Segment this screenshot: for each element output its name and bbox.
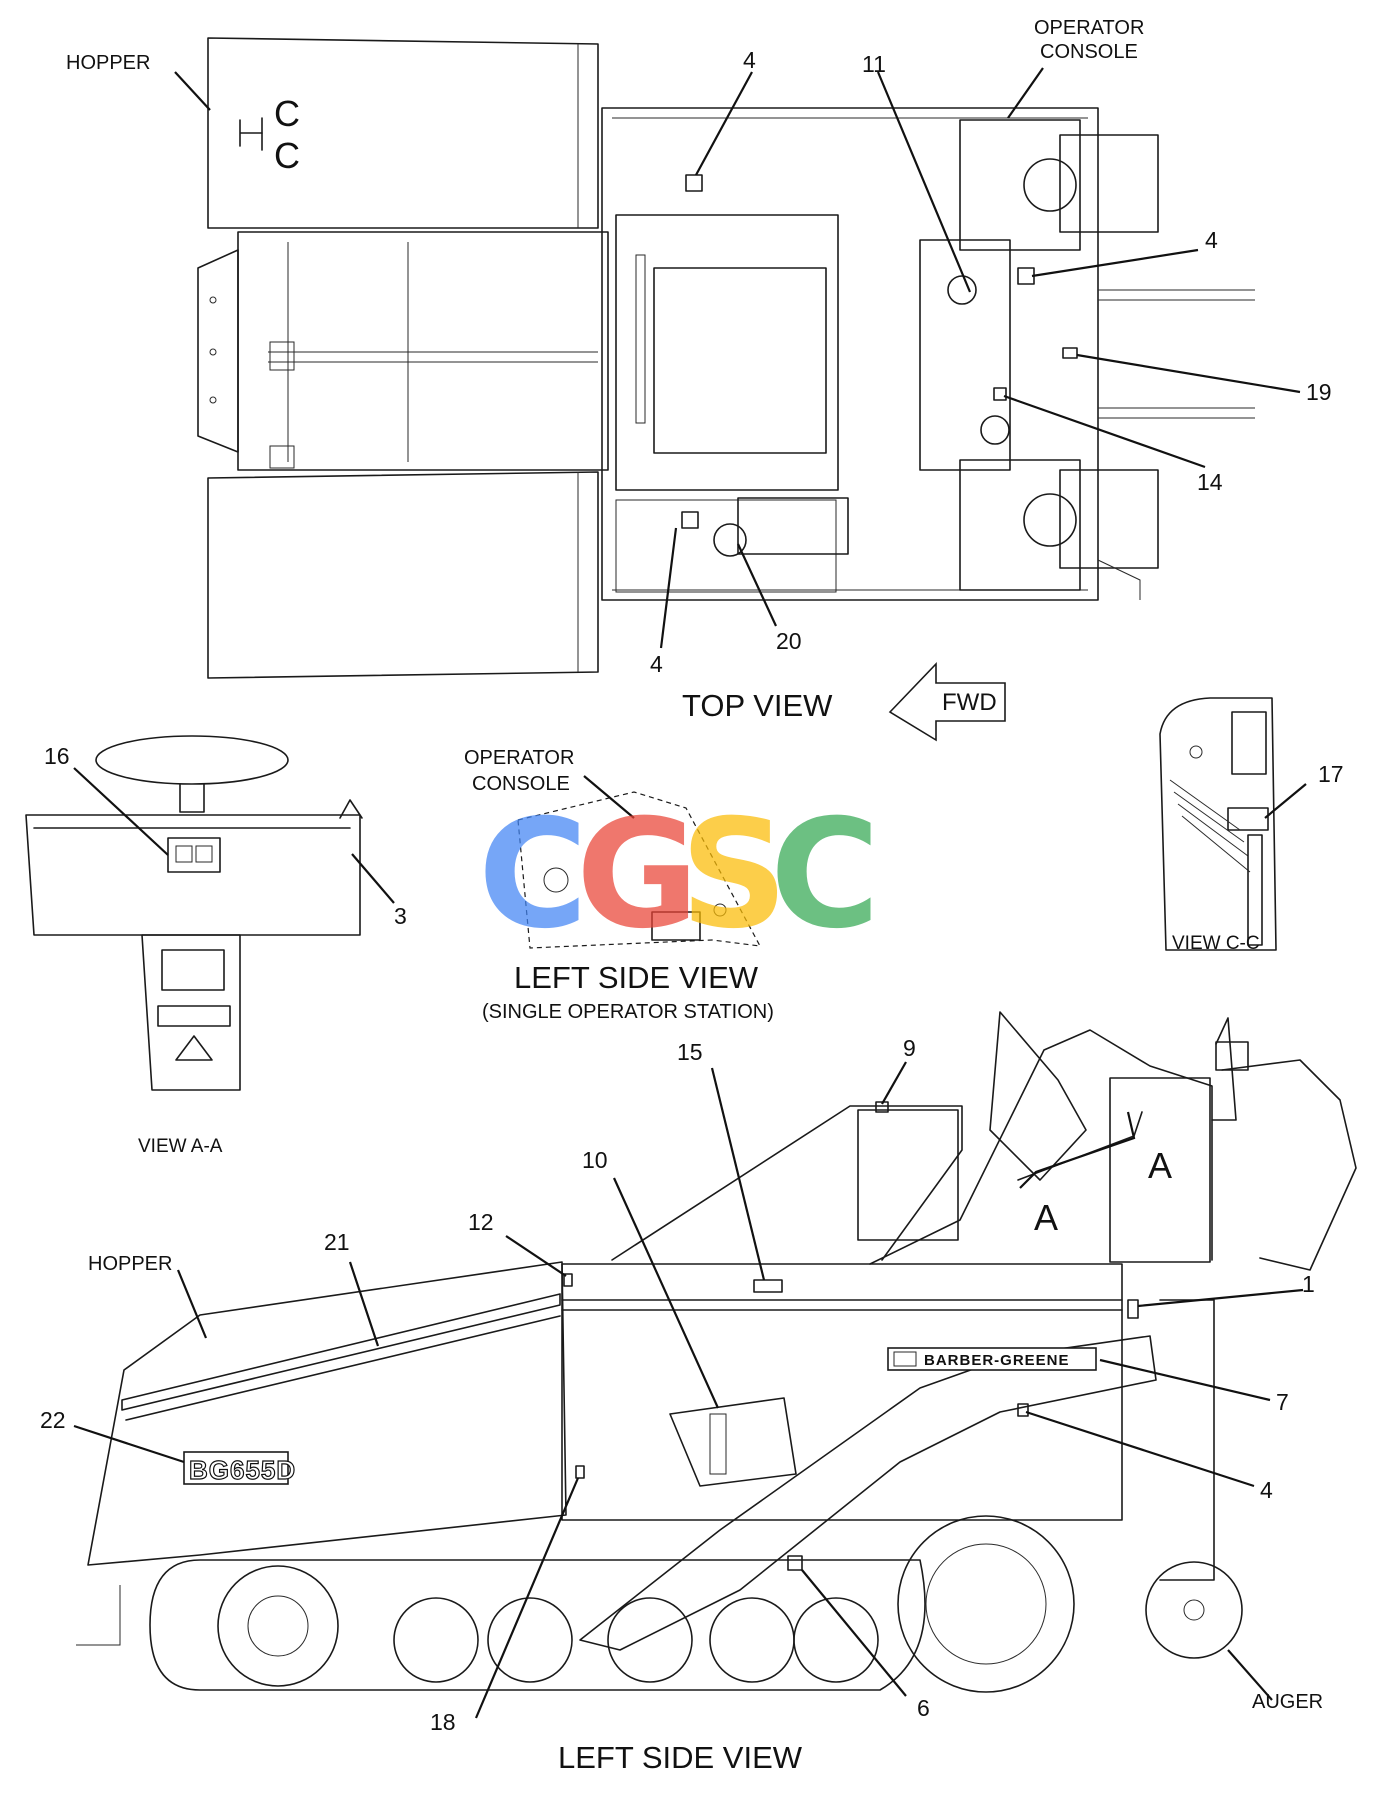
- model-text: BG655D: [189, 1455, 296, 1485]
- watermark-letter-4: C: [770, 788, 880, 962]
- idler-wheel: [217, 1565, 339, 1687]
- decal-single-console: [651, 911, 701, 941]
- title-view-aa: VIEW A-A: [138, 1136, 223, 1157]
- callout-18: 18: [430, 1709, 456, 1735]
- cgsc-watermark: C G S C: [478, 788, 880, 962]
- track-assembly: [149, 1559, 926, 1691]
- callout-16: 16: [44, 743, 70, 769]
- callout-19: 19: [1306, 379, 1332, 405]
- view-aa-drawing: [25, 735, 363, 1091]
- steering-wheel: [95, 735, 289, 785]
- decal-14: [993, 387, 1007, 401]
- fwd-arrow: FWD: [888, 662, 1006, 742]
- callout-4-top-a: 4: [743, 47, 756, 73]
- label-hopper-side: HOPPER: [88, 1253, 172, 1275]
- callout-20: 20: [776, 628, 802, 654]
- callout-9: 9: [903, 1035, 916, 1061]
- callout-10: 10: [582, 1147, 608, 1173]
- decal-6: [787, 1555, 803, 1571]
- decal-12: [563, 1273, 573, 1287]
- section-c-bottom: C: [274, 135, 300, 176]
- title-left-side-single: LEFT SIDE VIEW: [514, 960, 759, 995]
- decal-4-c: [681, 511, 699, 529]
- operator-seat-upper: [959, 119, 1081, 251]
- engine-hood: [615, 214, 839, 491]
- label-operator-console-top-2: CONSOLE: [1040, 41, 1138, 63]
- view-cc-drawing: [1159, 697, 1277, 951]
- fwd-label: FWD: [942, 689, 997, 716]
- top-view-leaders: [174, 67, 1301, 649]
- chassis-frame: [601, 107, 1099, 601]
- callout-7: 7: [1276, 1389, 1289, 1415]
- hopper-wing-upper: [207, 37, 599, 229]
- label-operator-console-side-1: OPERATOR: [464, 747, 574, 769]
- top-view-drawing: C C: [197, 37, 1255, 679]
- callout-1: 1: [1302, 1271, 1315, 1297]
- callout-6: 6: [917, 1695, 930, 1721]
- auger-wheel: [1145, 1561, 1243, 1659]
- decal-15: [753, 1279, 783, 1293]
- watermark-letter-1: C: [478, 788, 588, 962]
- callout-4-side: 4: [1260, 1477, 1273, 1503]
- callout-17: 17: [1318, 761, 1344, 787]
- watermark-letter-3: S: [680, 788, 788, 962]
- subtitle-single-station: (SINGLE OPERATOR STATION): [482, 1001, 774, 1023]
- hopper-side: [87, 1261, 567, 1566]
- body-side: [561, 1263, 1123, 1521]
- decal-1: [1127, 1299, 1139, 1319]
- callout-11: 11: [862, 51, 886, 77]
- hopper-wing-lower: [207, 471, 599, 679]
- callout-4-top-c: 4: [650, 651, 663, 677]
- drive-wheel: [897, 1515, 1075, 1693]
- decal-20: [713, 523, 747, 557]
- callout-21: 21: [324, 1229, 350, 1255]
- callout-15: 15: [677, 1039, 703, 1065]
- callout-22: 22: [40, 1407, 66, 1433]
- operator-seat-lower: [959, 459, 1081, 591]
- callout-12: 12: [468, 1209, 494, 1235]
- model-plate: [183, 1451, 289, 1485]
- decal-17: [1227, 807, 1269, 831]
- section-c-top: C: [274, 93, 300, 134]
- decal-18: [575, 1465, 585, 1479]
- side-view-leaders: [73, 1061, 1304, 1719]
- label-auger: AUGER: [1252, 1691, 1323, 1713]
- left-side-main-drawing: A A BARBER-GREENE: [76, 1011, 1357, 1693]
- label-operator-console-top-1: OPERATOR: [1034, 17, 1144, 39]
- label-hopper-top: HOPPER: [66, 52, 150, 74]
- decal-19: [1062, 347, 1078, 359]
- decal-4-side: [1017, 1403, 1029, 1417]
- title-left-side-main: LEFT SIDE VIEW: [558, 1740, 803, 1775]
- left-side-single-drawing: [517, 791, 762, 949]
- section-a-upper: A: [1148, 1145, 1172, 1186]
- decal-4-b: [1017, 267, 1035, 285]
- section-a-lower: A: [1034, 1197, 1058, 1238]
- callout-14: 14: [1197, 469, 1223, 495]
- callout-4-top-b: 4: [1205, 227, 1218, 253]
- title-top-view: TOP VIEW: [682, 688, 833, 723]
- barber-greene-text: BARBER-GREENE: [924, 1352, 1070, 1369]
- decal-4-a: [685, 174, 703, 192]
- title-view-cc: VIEW C-C: [1172, 933, 1260, 954]
- callout-3: 3: [394, 903, 407, 929]
- label-operator-console-side-2: CONSOLE: [472, 773, 570, 795]
- watermark-letter-2: G: [576, 788, 699, 962]
- barber-greene-plate: [887, 1347, 1097, 1371]
